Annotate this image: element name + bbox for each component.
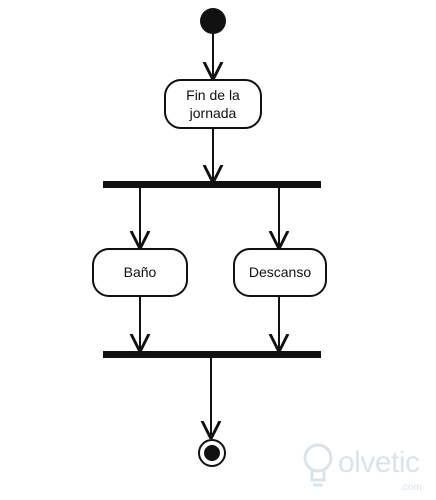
action-bano: Baño bbox=[92, 248, 188, 297]
final-node bbox=[198, 439, 226, 467]
lightbulb-icon bbox=[303, 443, 333, 487]
action-bano-label: Baño bbox=[124, 264, 157, 280]
solvetic-watermark: olvetic .com bbox=[298, 440, 428, 496]
action-descanso: Descanso bbox=[233, 248, 327, 297]
watermark-suffix: .com bbox=[400, 482, 422, 493]
watermark-text: olvetic bbox=[338, 446, 420, 479]
action-descanso-label: Descanso bbox=[249, 264, 311, 280]
action-fin-de-la-jornada: Fin de la jornada bbox=[164, 79, 262, 129]
action-fin-de-la-jornada-line2: jornada bbox=[189, 105, 237, 121]
join-bar bbox=[103, 351, 321, 358]
action-fin-de-la-jornada-line1: Fin de la bbox=[186, 87, 240, 103]
fork-bar bbox=[103, 181, 321, 188]
initial-node bbox=[200, 8, 226, 34]
